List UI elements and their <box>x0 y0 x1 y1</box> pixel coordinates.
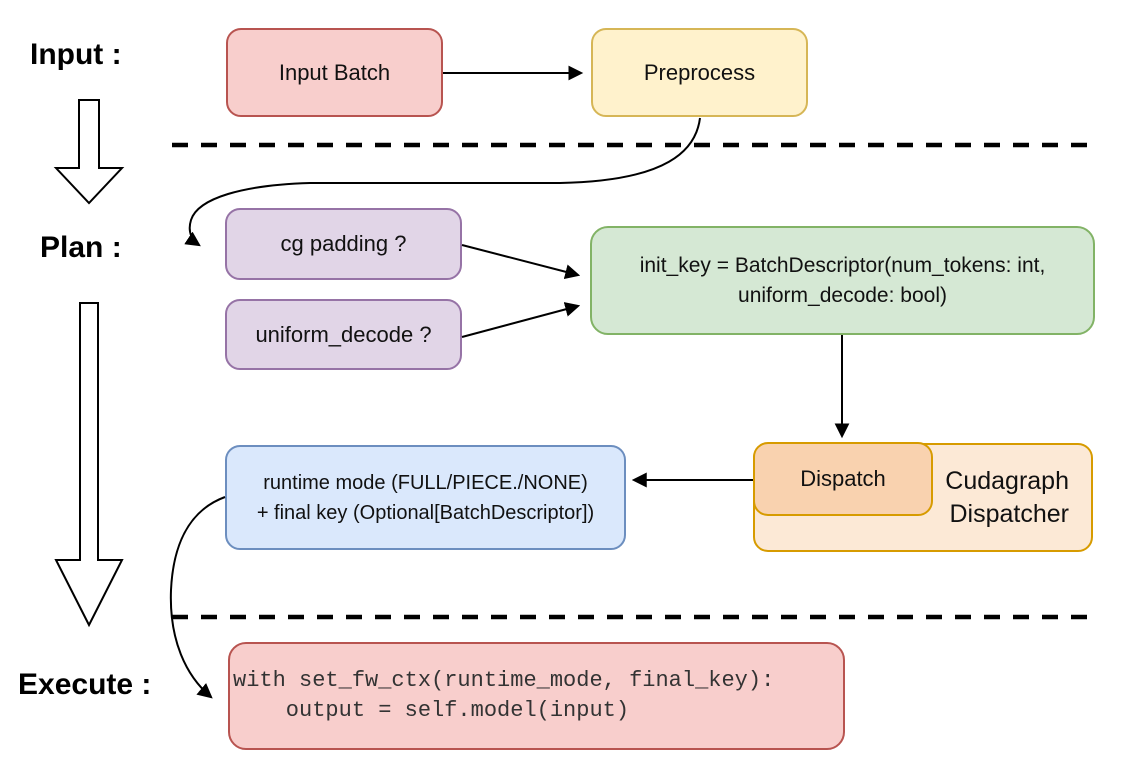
node-init-key-line1: init_key = BatchDescriptor(num_tokens: i… <box>639 253 1046 277</box>
node-preprocess: Preprocess <box>591 28 808 117</box>
node-input-batch-label: Input Batch <box>278 59 391 85</box>
node-uniform-decode: uniform_decode ? <box>225 299 462 370</box>
node-input-batch: Input Batch <box>226 28 443 117</box>
node-cudagraph-dispatcher-line1: Cudagraph <box>945 466 1069 495</box>
node-cudagraph-dispatcher-line2: Dispatcher <box>949 499 1070 528</box>
stage-label-plan: Plan : <box>40 231 122 264</box>
node-uniform-decode-label: uniform_decode ? <box>255 321 432 347</box>
stage-arrow-plan-to-execute <box>54 302 124 628</box>
connector-runtime-result-to-execute-code <box>169 496 226 699</box>
node-execute-code-line1: with set_fw_ctx(runtime_mode, final_key)… <box>233 668 775 693</box>
stage-label-input: Input : <box>30 38 122 71</box>
stage-arrow-input-to-plan <box>53 99 125 205</box>
node-runtime-result-line1: runtime mode (FULL/PIECE./NONE) <box>263 471 588 494</box>
node-init-key-line2: uniform_decode: bool) <box>738 283 947 307</box>
connector-cg-padding-to-init-key <box>461 244 581 280</box>
node-init-key: init_key = BatchDescriptor(num_tokens: i… <box>590 226 1095 335</box>
connector-uniform-decode-to-init-key <box>461 302 581 338</box>
node-execute-code: with set_fw_ctx(runtime_mode, final_key)… <box>228 642 845 750</box>
node-preprocess-label: Preprocess <box>643 59 756 85</box>
node-cg-padding: cg padding ? <box>225 208 462 280</box>
stage-label-execute: Execute : <box>18 668 152 701</box>
node-runtime-result: runtime mode (FULL/PIECE./NONE) + final … <box>225 445 626 550</box>
node-runtime-result-line2: + final key (Optional[BatchDescriptor]) <box>256 501 595 524</box>
node-cg-padding-label: cg padding ? <box>280 231 407 256</box>
node-dispatch-label: Dispatch <box>800 466 886 491</box>
node-execute-code-line2: output = self.model(input) <box>233 698 630 723</box>
node-dispatch: Dispatch <box>753 442 933 516</box>
